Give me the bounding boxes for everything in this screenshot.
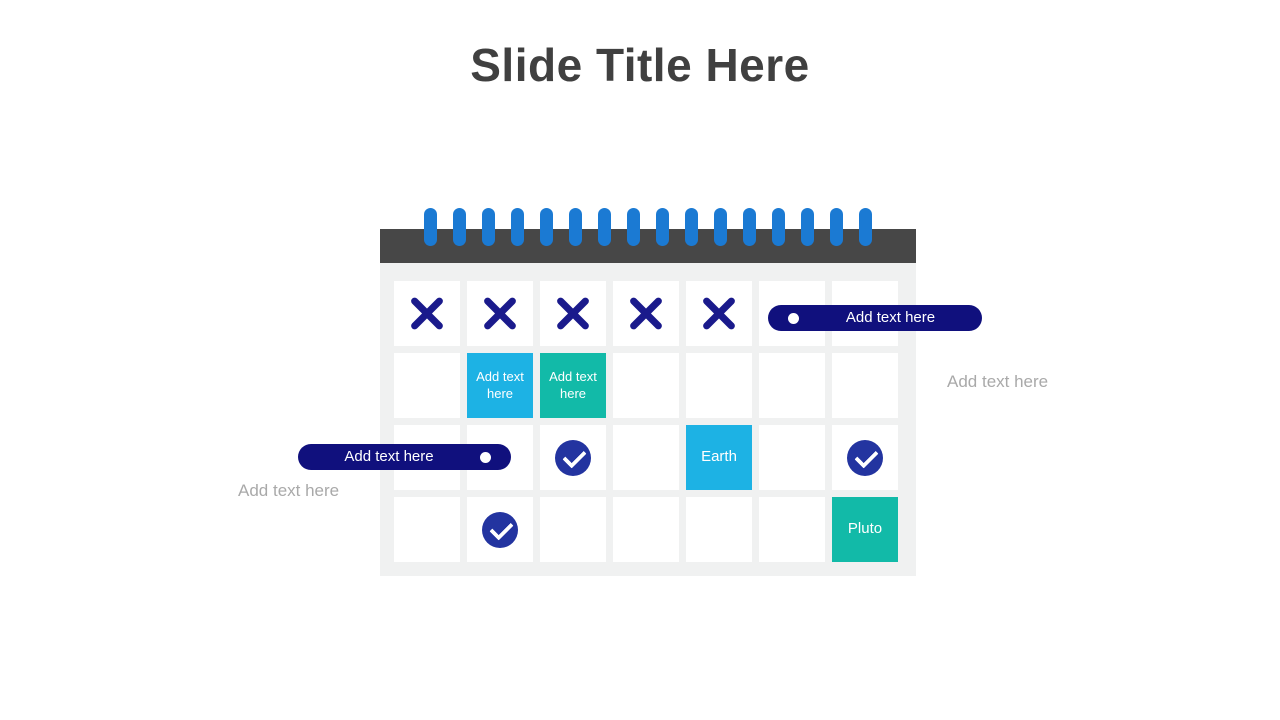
- bullet-dot-icon: [788, 312, 799, 324]
- calendar-cell: [394, 353, 460, 418]
- calendar-cell-x: [394, 281, 460, 346]
- calendar-cell-cyan[interactable]: Add text here: [467, 353, 533, 418]
- calendar-cell-x: [540, 281, 606, 346]
- calendar-cell: [613, 497, 679, 562]
- ring-icon: [598, 208, 611, 246]
- pill-left-label: Add text here: [344, 448, 434, 465]
- ring-icon: [540, 208, 553, 246]
- calendar-cell: [759, 497, 825, 562]
- calendar-cell-x: [613, 281, 679, 346]
- ring-icon: [772, 208, 785, 246]
- ring-icon: [424, 208, 437, 246]
- calendar-cell: [686, 353, 752, 418]
- calendar-cell: [540, 497, 606, 562]
- side-label-left[interactable]: Add text here: [238, 481, 340, 500]
- calendar-cell: [832, 353, 898, 418]
- check-icon: [555, 439, 591, 476]
- x-icon: [702, 297, 736, 331]
- ring-icon: [743, 208, 756, 246]
- calendar-cell-check: [832, 425, 898, 490]
- calendar-cell: [759, 425, 825, 490]
- cell-label: Earth: [701, 448, 737, 466]
- calendar-cell-cyan[interactable]: Earth: [686, 425, 752, 490]
- bullet-dot-icon: [480, 451, 491, 463]
- check-icon: [847, 439, 883, 476]
- ring-icon: [627, 208, 640, 246]
- ring-icon: [569, 208, 582, 246]
- cell-label: Add text here: [549, 369, 597, 401]
- calendar-cell: [686, 497, 752, 562]
- callout-pill-left[interactable]: Add text here: [298, 444, 511, 470]
- calendar-cell: [394, 497, 460, 562]
- x-icon: [410, 297, 444, 331]
- calendar-cell-teal[interactable]: Pluto: [832, 497, 898, 562]
- ring-icon: [511, 208, 524, 246]
- ring-icon: [859, 208, 872, 246]
- slide-title[interactable]: Slide Title Here: [470, 39, 810, 91]
- calendar-header-bar: [380, 229, 916, 263]
- x-icon: [556, 297, 590, 331]
- calendar-cell: [759, 353, 825, 418]
- ring-icon: [830, 208, 843, 246]
- binding-rings: [424, 208, 872, 246]
- ring-icon: [453, 208, 466, 246]
- calendar-cell: [613, 353, 679, 418]
- cell-label: Pluto: [847, 520, 883, 538]
- cell-label: Add text here: [476, 369, 524, 401]
- pill-right-label: Add text here: [845, 309, 936, 326]
- side-label-right[interactable]: Add text here: [947, 372, 1049, 391]
- ring-icon: [685, 208, 698, 246]
- x-icon: [483, 297, 517, 331]
- calendar-cell-x: [686, 281, 752, 346]
- x-icon: [629, 297, 663, 331]
- calendar-cell-teal[interactable]: Add text here: [540, 353, 606, 418]
- calendar-cell-check: [467, 497, 533, 562]
- calendar-cell-x: [467, 281, 533, 346]
- ring-icon: [801, 208, 814, 246]
- ring-icon: [482, 208, 495, 246]
- callout-pill-right[interactable]: Add text here: [768, 305, 982, 331]
- calendar-cell-check: [540, 425, 606, 490]
- ring-icon: [714, 208, 727, 246]
- calendar-cell: [613, 425, 679, 490]
- check-icon: [482, 511, 518, 548]
- ring-icon: [656, 208, 669, 246]
